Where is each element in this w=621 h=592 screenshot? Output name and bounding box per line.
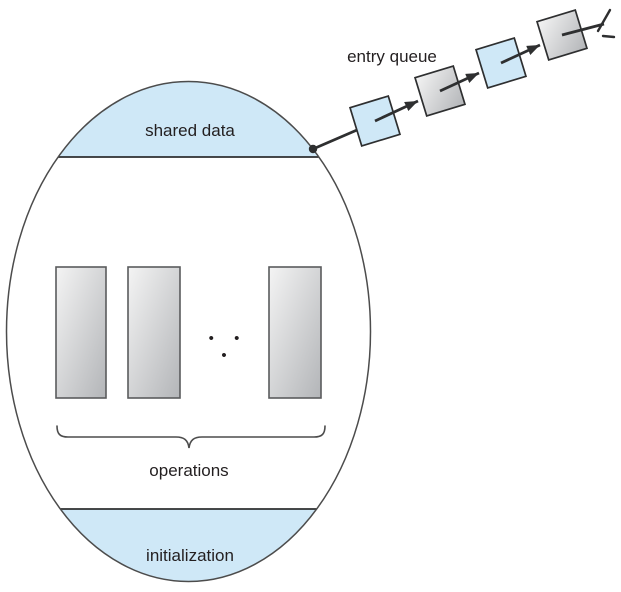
entry-queue-label: entry queue	[347, 47, 437, 66]
initialization-code-section	[60, 509, 317, 582]
end-of-list-icon	[596, 8, 616, 39]
queue-arrow-2	[439, 71, 480, 93]
operations-ellipsis: • • •	[208, 330, 248, 364]
queue-link-final	[561, 22, 605, 37]
queue-link-0	[312, 128, 358, 151]
operation-rect-2	[127, 266, 181, 399]
initialization-code-label: initialization code	[110, 521, 270, 592]
queue-arrow-3	[500, 43, 541, 65]
operations-brace	[56, 425, 326, 449]
operation-rect-1	[55, 266, 107, 399]
operations-label: operations	[149, 461, 229, 480]
queue-arrow-1	[374, 99, 419, 123]
shared-data-label: shared data	[145, 121, 235, 140]
queue-node-3-blue	[474, 36, 528, 90]
operation-rect-3	[268, 266, 322, 399]
initialization-code-line1: initialization	[146, 546, 234, 565]
shared-data-section	[58, 81, 319, 157]
monitor-ellipse-outline	[5, 80, 372, 583]
